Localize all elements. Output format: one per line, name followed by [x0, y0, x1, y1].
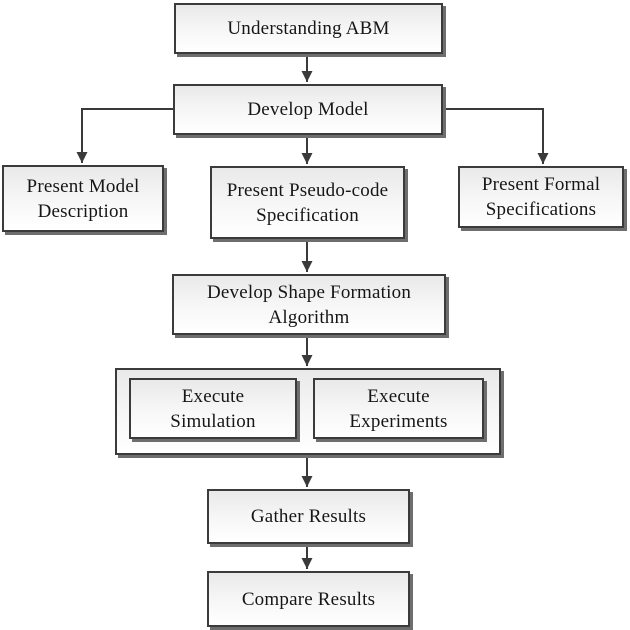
- arrow-develop-to-formal: [443, 108, 549, 164]
- node-execute-simulation: Execute Simulation: [129, 378, 297, 439]
- node-present-model-description: Present Model Description: [2, 165, 164, 232]
- node-label-line: Understanding ABM: [227, 18, 390, 39]
- node-execute-experiments: Execute Experiments: [313, 378, 484, 439]
- node-label-line: Develop Model: [247, 99, 369, 120]
- node-label-line: Present Model: [26, 175, 140, 197]
- arrow-develop-to-model-description: [76, 108, 173, 163]
- node-label-line: Gather Results: [250, 506, 367, 527]
- node-gather-results: Gather Results: [207, 489, 410, 544]
- node-label-line: Present Formal: [481, 174, 601, 195]
- node-label-line: Specifications: [485, 199, 597, 220]
- node-label-line: Description: [37, 200, 129, 222]
- node-label-line: Develop Shape Formation: [206, 281, 412, 303]
- node-label-line: Experiments: [349, 410, 448, 432]
- node-label-line: Algorithm: [268, 306, 350, 328]
- node-label-line: Execute: [181, 385, 245, 407]
- node-label-line: Specification: [256, 204, 359, 226]
- node-present-formal-specifications: Present Formal Specifications: [458, 166, 624, 228]
- node-present-pseudocode-specification: Present Pseudo-code Specification: [210, 166, 405, 239]
- node-compare-results: Compare Results: [207, 571, 410, 627]
- node-label-line: Compare Results: [241, 588, 376, 610]
- node-label-line: Execute: [367, 385, 430, 407]
- node-understanding-abm: Understanding ABM: [174, 3, 443, 54]
- node-label-line: Present Pseudo-code: [226, 179, 389, 201]
- node-develop-model: Develop Model: [173, 84, 443, 135]
- node-label-line: Simulation: [170, 410, 256, 432]
- node-develop-shape-formation-algorithm: Develop Shape Formation Algorithm: [172, 274, 446, 335]
